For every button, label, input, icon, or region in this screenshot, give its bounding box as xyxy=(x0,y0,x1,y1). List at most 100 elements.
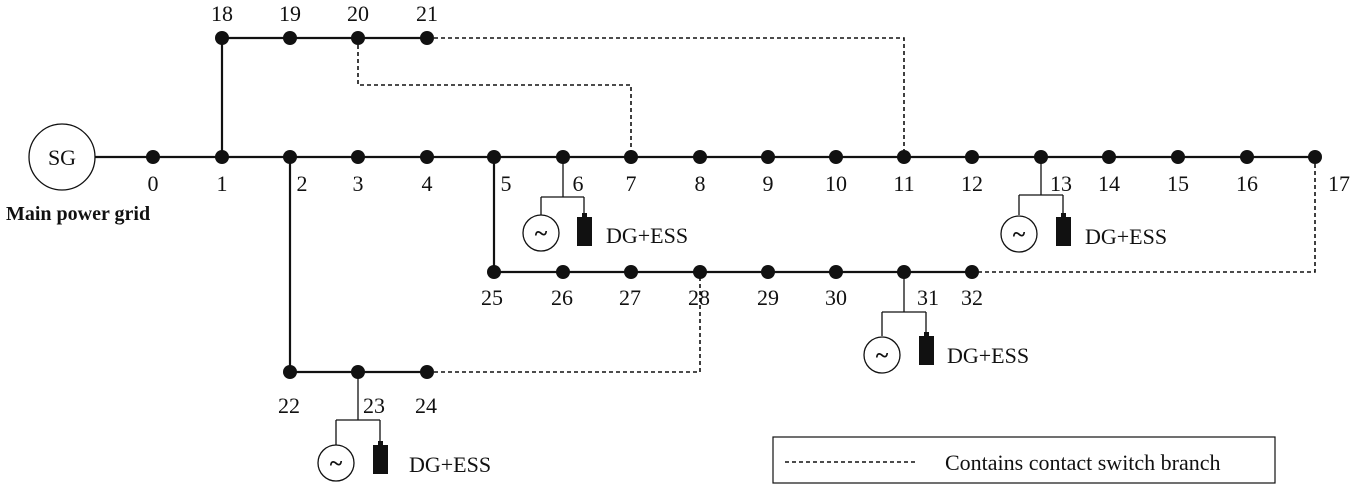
legend-label: Contains contact switch branch xyxy=(945,450,1221,475)
bus-nodes xyxy=(146,31,1322,379)
bus-node-5 xyxy=(487,150,501,164)
bus-node-23 xyxy=(351,365,365,379)
bus-node-14 xyxy=(1102,150,1116,164)
bus-node-17 xyxy=(1308,150,1322,164)
bus-node-24 xyxy=(420,365,434,379)
bus-label-24: 24 xyxy=(415,393,437,418)
bus-label-3: 3 xyxy=(353,171,364,196)
bus-label-20: 20 xyxy=(347,1,369,26)
bus-label-18: 18 xyxy=(211,1,233,26)
bus-label-25: 25 xyxy=(481,285,503,310)
bus-label-23: 23 xyxy=(363,393,385,418)
bus-label-15: 15 xyxy=(1167,171,1189,196)
battery-terminal-icon xyxy=(924,332,929,336)
bus-node-29 xyxy=(761,265,775,279)
bus-node-15 xyxy=(1171,150,1185,164)
bus-label-28: 28 xyxy=(688,285,710,310)
dg-label: DG+ESS xyxy=(606,223,688,248)
bus-label-31: 31 xyxy=(917,285,939,310)
tie-switch-24-28 xyxy=(427,272,701,373)
bus-node-2 xyxy=(283,150,297,164)
bus-node-32 xyxy=(965,265,979,279)
bus-label-11: 11 xyxy=(893,171,914,196)
bus-labels: 0 1 2 3 4 5 6 7 8 9 10 11 12 13 14 15 16… xyxy=(148,1,1351,418)
bus-node-26 xyxy=(556,265,570,279)
battery-icon xyxy=(577,217,592,246)
bus-node-13 xyxy=(1034,150,1048,164)
bus-label-1: 1 xyxy=(217,171,228,196)
sg-circle xyxy=(28,123,96,191)
bus-node-6 xyxy=(556,150,570,164)
bus-label-0: 0 xyxy=(148,171,159,196)
dg-ess-13: ~ DG+ESS xyxy=(1000,157,1167,253)
tie-switch-21-11 xyxy=(427,37,905,157)
bus-node-1 xyxy=(215,150,229,164)
battery-icon xyxy=(919,336,934,365)
bus-label-19: 19 xyxy=(279,1,301,26)
bus-label-6: 6 xyxy=(573,171,584,196)
bus-label-8: 8 xyxy=(695,171,706,196)
generator-icon xyxy=(317,444,355,482)
bus-label-9: 9 xyxy=(763,171,774,196)
bus-node-8 xyxy=(693,150,707,164)
bus-node-4 xyxy=(420,150,434,164)
bus-node-0 xyxy=(146,150,160,164)
svg-text:~: ~ xyxy=(535,221,548,247)
bus-label-14: 14 xyxy=(1098,171,1120,196)
dg-label: DG+ESS xyxy=(947,343,1029,368)
battery-terminal-icon xyxy=(1061,213,1066,217)
bus-label-29: 29 xyxy=(757,285,779,310)
bus-node-28 xyxy=(693,265,707,279)
battery-icon xyxy=(1056,217,1071,246)
bus-label-13: 13 xyxy=(1050,171,1072,196)
tie-switch-20-7 xyxy=(357,38,632,157)
feeder-lines xyxy=(95,36,1315,374)
generator-icon xyxy=(1000,215,1038,253)
bus-label-17: 17 xyxy=(1328,171,1350,196)
bus-node-12 xyxy=(965,150,979,164)
svg-text:~: ~ xyxy=(330,451,343,477)
main-grid-source: SG Main power grid xyxy=(6,123,150,225)
battery-icon xyxy=(373,445,388,474)
bus-label-22: 22 xyxy=(278,393,300,418)
bus-label-7: 7 xyxy=(626,171,637,196)
tie-switch-lines xyxy=(357,37,1316,373)
svg-text:~: ~ xyxy=(1013,222,1026,248)
bus-node-3 xyxy=(351,150,365,164)
bus-node-27 xyxy=(624,265,638,279)
bus-label-30: 30 xyxy=(825,285,847,310)
dg-ess-6: ~ DG+ESS xyxy=(522,157,688,252)
dg-label: DG+ESS xyxy=(1085,224,1167,249)
bus-node-31 xyxy=(897,265,911,279)
bus-node-18 xyxy=(215,31,229,45)
legend-box xyxy=(772,436,1276,484)
legend: Contains contact switch branch xyxy=(772,436,1276,484)
bus-node-9 xyxy=(761,150,775,164)
bus-label-12: 12 xyxy=(961,171,983,196)
bus-node-30 xyxy=(829,265,843,279)
svg-text:~: ~ xyxy=(876,343,889,369)
bus-node-19 xyxy=(283,31,297,45)
generator-icon xyxy=(522,214,560,252)
bus-node-11 xyxy=(897,150,911,164)
bus-node-21 xyxy=(420,31,434,45)
bus-label-5: 5 xyxy=(501,171,512,196)
main-grid-caption: Main power grid xyxy=(6,203,150,225)
sg-label: SG xyxy=(48,145,76,170)
bus-label-2: 2 xyxy=(297,171,308,196)
battery-terminal-icon xyxy=(378,441,383,445)
bus-node-22 xyxy=(283,365,297,379)
generator-icon xyxy=(863,336,901,374)
bus-label-32: 32 xyxy=(961,285,983,310)
bus-node-25 xyxy=(487,265,501,279)
dg-ess-31: ~ DG+ESS xyxy=(863,272,1029,374)
bus-label-26: 26 xyxy=(551,285,573,310)
bus-label-10: 10 xyxy=(825,171,847,196)
battery-terminal-icon xyxy=(582,213,587,217)
bus-label-4: 4 xyxy=(422,171,433,196)
bus-node-16 xyxy=(1240,150,1254,164)
dg-ess-23: ~ DG+ESS xyxy=(317,372,491,482)
bus-node-7 xyxy=(624,150,638,164)
bus-node-10 xyxy=(829,150,843,164)
